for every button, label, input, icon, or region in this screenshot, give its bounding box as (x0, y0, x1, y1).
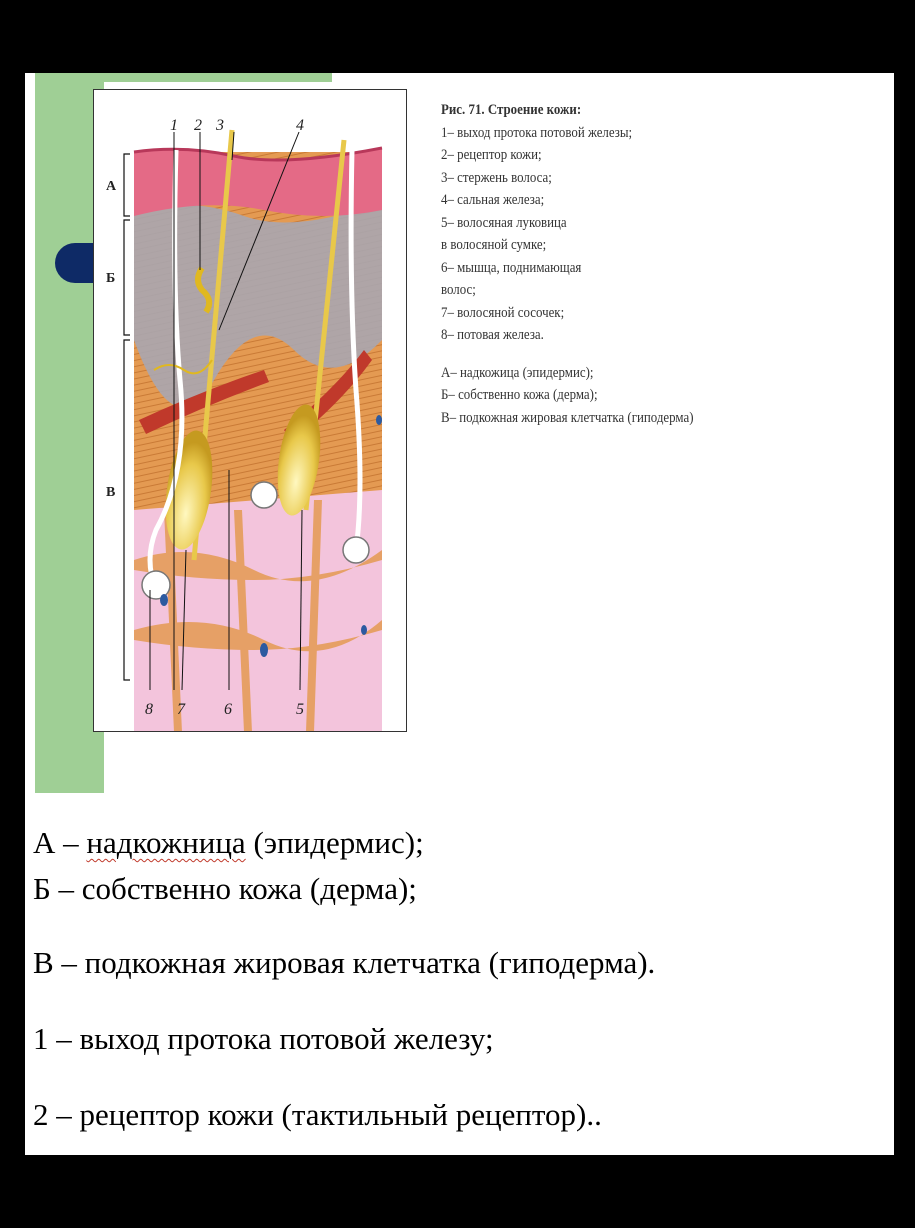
caption-layer-a: А– надкожица (эпидермис); (441, 364, 594, 381)
layer-letter-b: Б (106, 271, 115, 286)
skin-surface (133, 146, 383, 162)
legend-a-prefix: А – (33, 825, 87, 860)
green-accent-bar-top (35, 73, 332, 82)
label-leader-lines (149, 131, 303, 691)
sweat-gland-middle (250, 481, 278, 509)
figure-number-5: 5 (296, 701, 304, 718)
legend-a-word: надкожница (86, 825, 246, 860)
figure-number-8: 8 (145, 701, 153, 718)
caption-line-6b: волос; (441, 282, 476, 298)
caption-line-5b: в волосяной сумке; (441, 237, 547, 253)
caption-line-2: 2– рецептор кожи; (441, 147, 542, 163)
legend-row-a: А – надкожница (эпидермис); (33, 825, 424, 861)
sweat-duct-left (147, 149, 185, 591)
green-accent-bar-side (35, 73, 104, 793)
skin-diagram: 1 2 3 4 8 7 6 5 А Б В (106, 117, 383, 731)
epidermis-layer (134, 148, 382, 216)
skin-receptor (195, 266, 213, 314)
caption-title: Рис. 71. Строение кожи: (441, 102, 582, 118)
legend-a-rest: (эпидермис); (245, 825, 424, 860)
caption-line-3: 3– стержень волоса; (441, 169, 552, 186)
figure-number-2: 2 (194, 117, 202, 134)
layer-letter-v: В (106, 485, 115, 500)
legend-row-2: 2 – рецептор кожи (тактильный рецептор).… (33, 1097, 602, 1132)
caption-line-7: 7– волосяной сосочек; (441, 304, 565, 321)
nerve-fiber (153, 359, 213, 375)
caption-line-8: 8– потовая железа. (441, 327, 544, 343)
figure-number-3: 3 (215, 117, 224, 134)
layer-brackets (123, 153, 130, 681)
caption-layer-b: Б– собственно кожа (дерма); (441, 387, 598, 403)
skin-structure-figure: 1 2 3 4 8 7 6 5 А Б В (93, 89, 407, 732)
legend-row-b: Б – собственно кожа (дерма); (33, 871, 417, 906)
caption-layer-v: В– подкожная жировая клетчатка (гиподерм… (441, 409, 694, 426)
legend-row-1: 1 – выход протока потовой железу; (33, 1021, 494, 1056)
figure-number-6: 6 (224, 701, 232, 718)
figure-number-7: 7 (177, 701, 186, 718)
blood-vessel-dots (160, 415, 382, 657)
figure-caption: Рис. 71. Строение кожи: 1– выход протока… (441, 99, 819, 429)
figure-number-4: 4 (296, 117, 304, 134)
layer-letter-a: А (106, 179, 117, 194)
arrector-muscle-left (139, 370, 269, 434)
caption-line-6: 6– мышца, поднимающая (441, 259, 582, 276)
sweat-duct-right (348, 149, 363, 551)
sweat-gland-left (141, 570, 171, 600)
caption-line-4: 4– сальная железа; (441, 192, 545, 208)
caption-line-1: 1– выход протока потовой железы; (441, 124, 633, 141)
figure-number-1: 1 (170, 117, 178, 134)
sweat-gland-right (342, 536, 370, 564)
legend-row-v: В – подкожная жировая клетчатка (гиподер… (33, 945, 656, 980)
slide: 1 2 3 4 8 7 6 5 А Б В Рис. 71. Строение … (25, 73, 894, 1155)
hair-bulb-right (277, 404, 321, 516)
caption-line-5: 5– волосяная луковица (441, 214, 567, 231)
